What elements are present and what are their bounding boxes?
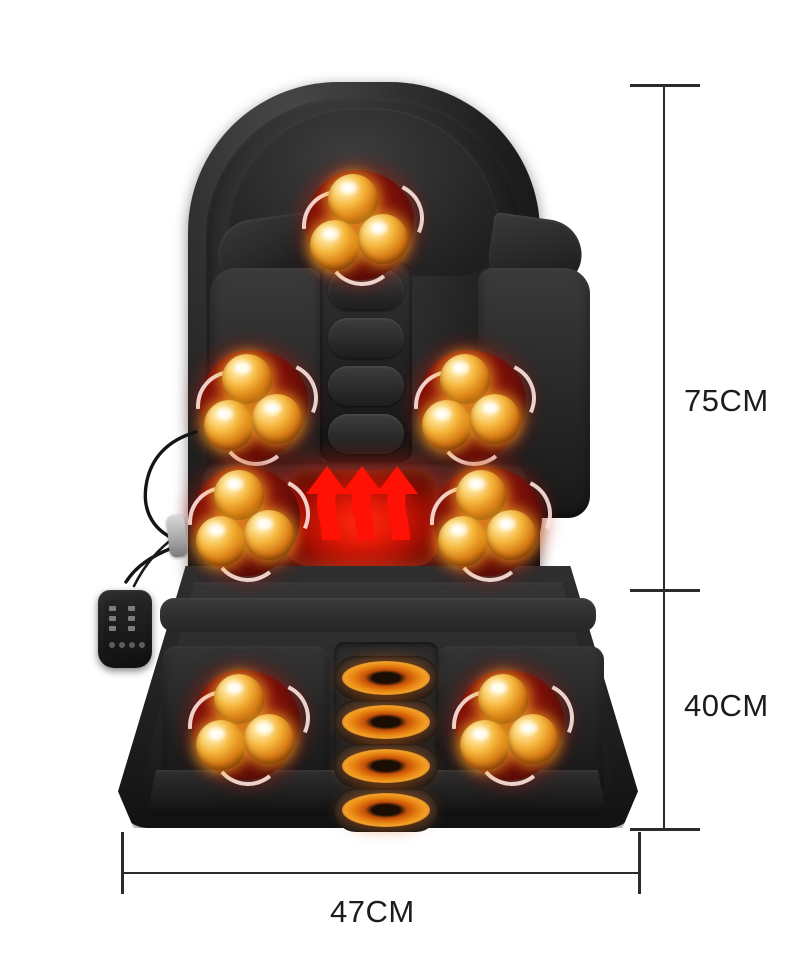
massage-node-cluster-lumbar-left	[173, 462, 321, 586]
massage-node-cluster-seat-right	[437, 666, 585, 790]
massage-sphere	[478, 674, 528, 724]
massage-sphere	[508, 714, 558, 764]
massage-sphere	[196, 720, 246, 770]
seat-upper-rail	[160, 598, 596, 632]
spine-segment	[328, 414, 404, 454]
controller-indicator	[109, 616, 116, 621]
dimension-tick-bottom	[630, 828, 700, 831]
controller-button[interactable]	[119, 642, 125, 648]
vibration-ring-icon	[342, 661, 430, 695]
massage-node-cluster-mid-right	[399, 346, 547, 470]
horizontal-dimension-line	[122, 872, 640, 874]
seat-depth-label: 40CM	[684, 688, 769, 723]
vibration-ring-icon	[342, 793, 430, 827]
massage-sphere	[470, 394, 520, 444]
massage-sphere	[252, 394, 302, 444]
controller-button[interactable]	[129, 642, 135, 648]
vertical-dimension-line	[663, 85, 665, 830]
vibration-ring-icon	[342, 749, 430, 783]
dimension-tick-left	[121, 832, 124, 894]
controller-indicator	[128, 626, 135, 631]
massage-sphere	[486, 510, 536, 560]
controller-indicator	[128, 606, 135, 611]
massage-sphere	[460, 720, 510, 770]
dimension-tick-right	[638, 832, 641, 894]
controller-faceplate[interactable]	[104, 600, 146, 656]
dimension-tick-top	[630, 84, 700, 87]
massage-sphere	[358, 214, 408, 264]
controller-button[interactable]	[139, 642, 145, 648]
vibration-ring-icon	[342, 705, 430, 739]
massage-sphere	[422, 400, 472, 450]
massage-sphere	[214, 470, 264, 520]
massage-sphere	[456, 470, 506, 520]
controller-button[interactable]	[109, 642, 115, 648]
massage-node-cluster-lumbar-right	[415, 462, 563, 586]
massage-sphere	[310, 220, 360, 270]
massage-node-cluster-upper-center	[287, 166, 435, 290]
massage-sphere	[214, 674, 264, 724]
massage-sphere	[222, 354, 272, 404]
controller-indicator	[109, 626, 116, 631]
dimension-tick-middle	[630, 589, 700, 592]
massage-sphere	[328, 174, 378, 224]
cord-connector-clip	[165, 514, 189, 558]
massage-sphere	[204, 400, 254, 450]
massage-sphere	[440, 354, 490, 404]
backrest-height-label: 75CM	[684, 383, 769, 418]
massage-sphere	[244, 510, 294, 560]
massage-node-cluster-seat-left	[173, 666, 321, 790]
controller-indicator	[128, 616, 135, 621]
width-label: 47CM	[330, 894, 415, 929]
spine-segment	[328, 366, 404, 406]
massage-sphere	[438, 516, 488, 566]
massage-sphere	[244, 714, 294, 764]
controller-indicator	[109, 606, 116, 611]
spine-segment	[328, 318, 404, 358]
massage-node-cluster-mid-left	[181, 346, 329, 470]
massage-sphere	[196, 516, 246, 566]
